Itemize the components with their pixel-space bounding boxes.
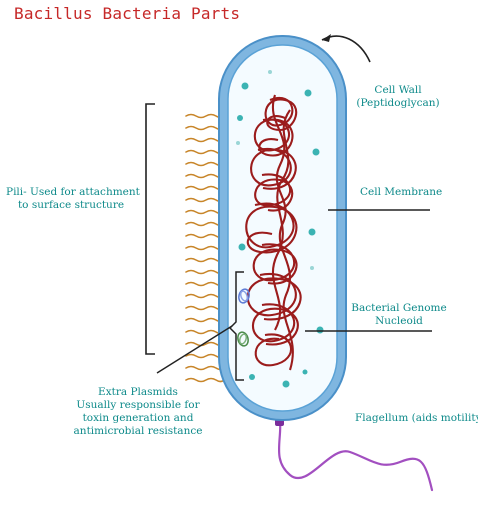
plasmids-label-line2: Usually responsible for [58, 399, 218, 412]
plasmids-label-line3: toxin generation and [58, 412, 218, 425]
pili-label: Pili- Used for attachment to surface str… [6, 186, 136, 212]
genome-label-line2: Nucleoid [346, 315, 452, 328]
pili-label-line1: Pili- Used for attachment [6, 186, 136, 199]
pili-label-line2: to surface structure [6, 199, 136, 212]
genome-label-line1: Bacterial Genome [346, 302, 452, 315]
cell-wall-label-line1: Cell Wall [352, 84, 444, 97]
plasmids-label: Extra Plasmids Usually responsible for t… [58, 386, 218, 438]
flagellum-label: Flagellum (aids motility) [355, 412, 478, 425]
genome-label: Bacterial Genome Nucleoid [346, 302, 452, 328]
flagellum [279, 420, 432, 490]
cell-wall-label: Cell Wall (Peptidoglycan) [352, 84, 444, 110]
plasmids-label-line1: Extra Plasmids [58, 386, 218, 399]
pili-bracket [146, 104, 155, 354]
cell-membrane-label: Cell Membrane [360, 186, 442, 199]
plasmids-label-line4: antimicrobial resistance [58, 425, 218, 438]
cell-wall-arrowhead [322, 34, 331, 42]
cell-wall-label-line2: (Peptidoglycan) [352, 97, 444, 110]
